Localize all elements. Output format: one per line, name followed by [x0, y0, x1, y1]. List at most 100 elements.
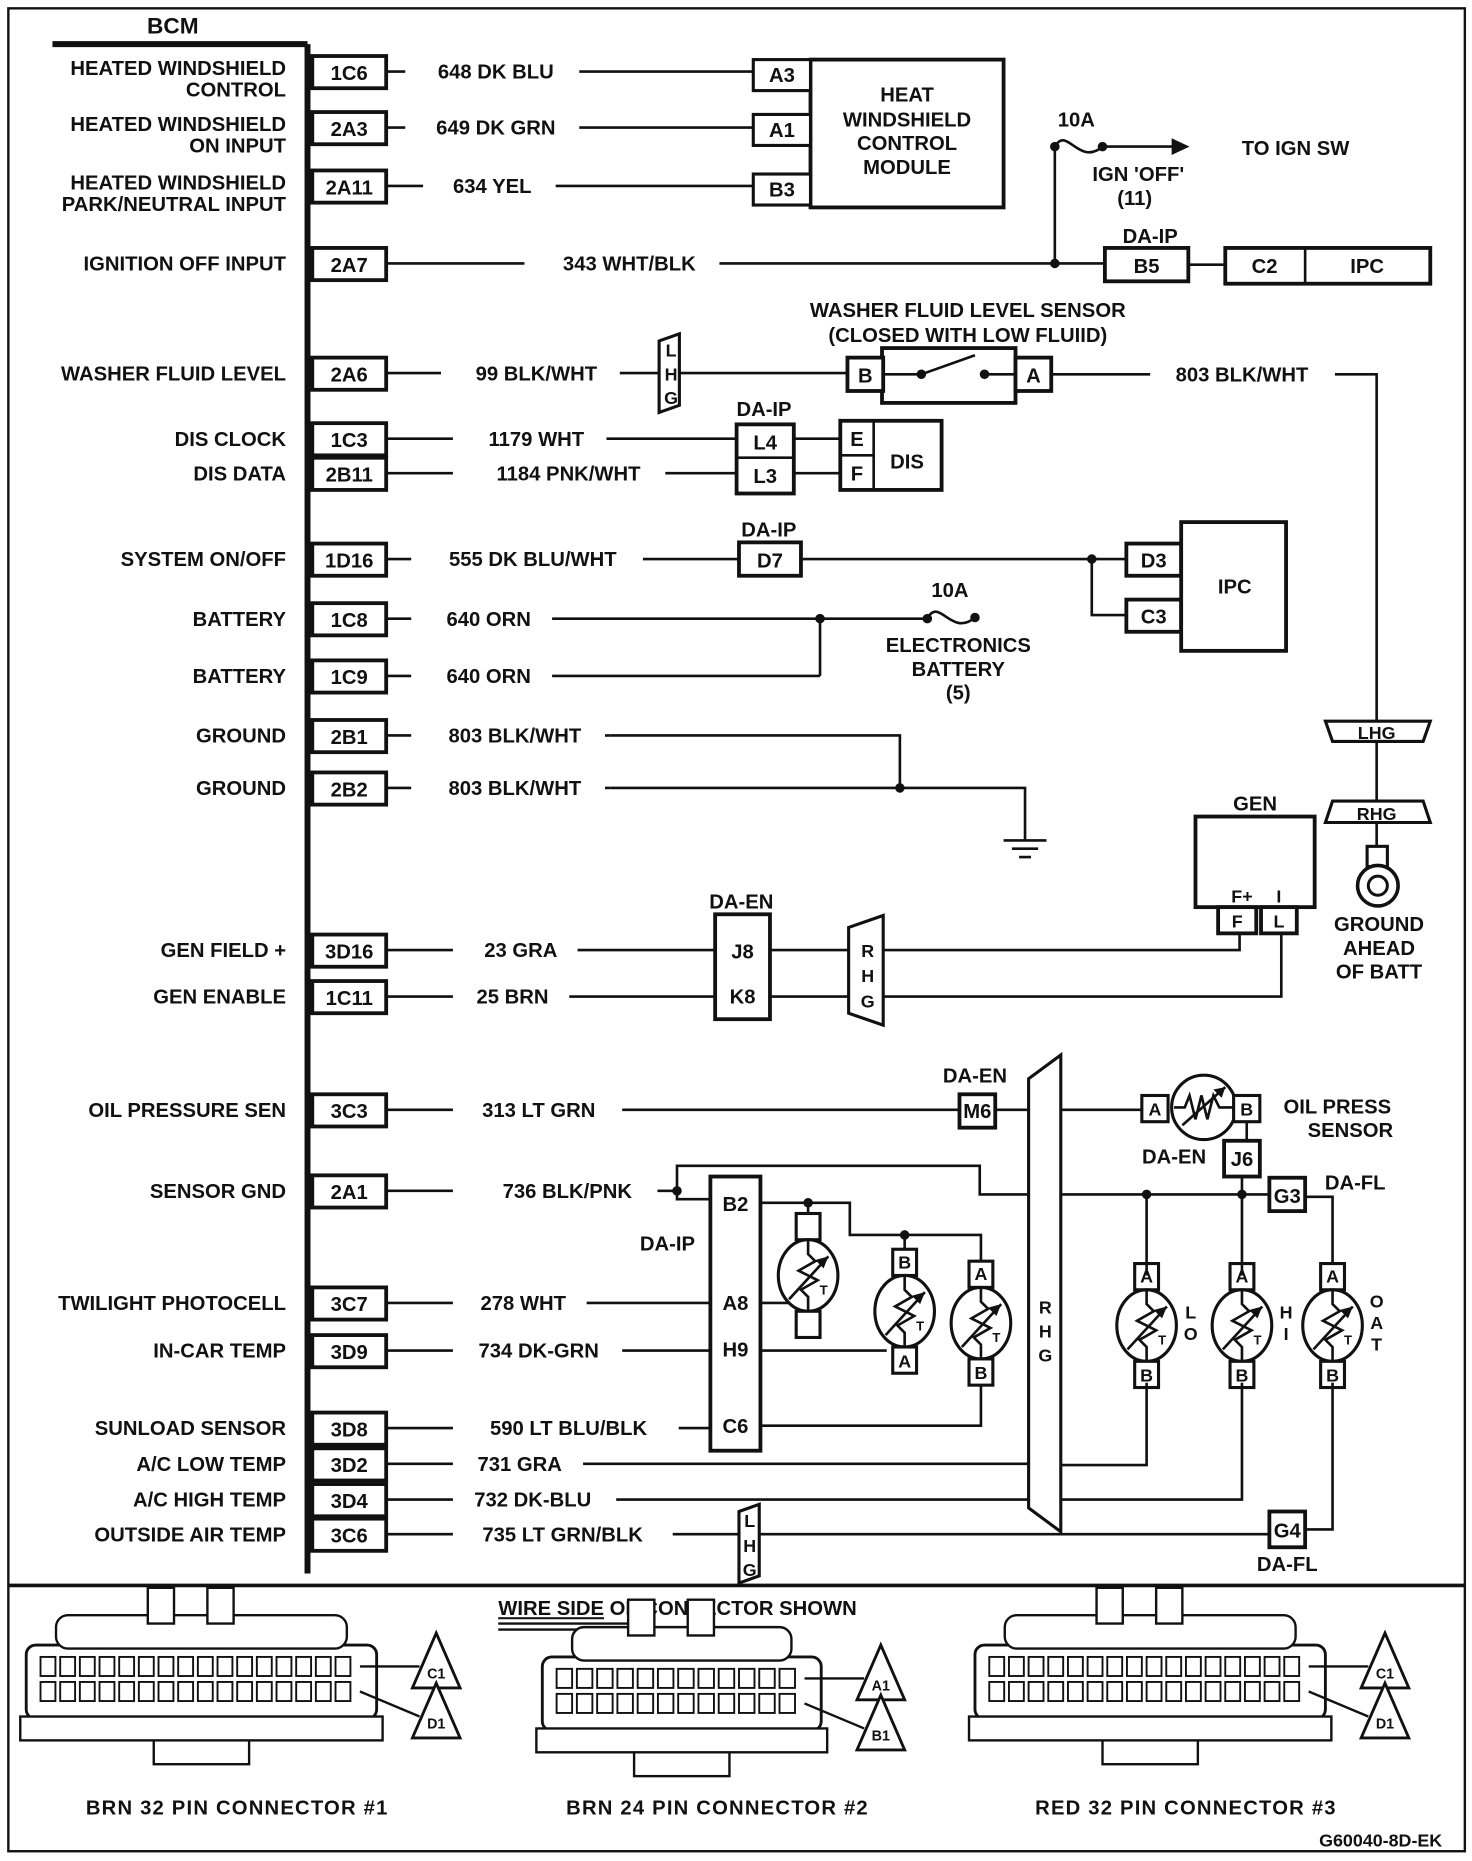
ipc-body — [1179, 520, 1288, 653]
gen-pin-f — [1216, 905, 1259, 936]
pin-reference-label: A1 — [872, 1678, 890, 1694]
connector-label: DA-FL — [1257, 1554, 1318, 1576]
connector-pin-cavity — [575, 1667, 594, 1689]
wire — [1060, 1382, 1148, 1467]
sensor-tag-letter: H — [1280, 1302, 1293, 1322]
connector-pin-cavity — [314, 1681, 332, 1702]
arrow-head — [1339, 1306, 1353, 1319]
pin-label: A — [1026, 366, 1041, 388]
heat-module-title-line: CONTROL — [857, 133, 957, 155]
bcm-pin-box — [310, 355, 389, 392]
sensor-subtitle: (CLOSED WITH LOW FLUIID) — [828, 325, 1107, 347]
fuse-number: (5) — [946, 683, 971, 705]
connector-pin-cavity — [1263, 1655, 1281, 1677]
letter: H — [665, 364, 678, 384]
pin-reference-triangle — [854, 1691, 907, 1752]
wire — [675, 1190, 711, 1201]
bcm-pin-label: 3C3 — [331, 1101, 368, 1123]
connector-pin-cavity — [677, 1692, 695, 1714]
pin-reference-label: C1 — [1376, 1666, 1394, 1682]
connector-pin-cavity — [1283, 1681, 1301, 1702]
gen-pin-l — [1259, 905, 1299, 936]
heading-underlined: WIRE SIDE — [498, 1598, 604, 1620]
bcm-row-label: SENSOR GND — [150, 1181, 286, 1203]
letter: R — [861, 941, 874, 961]
connector-pin-cavity — [78, 1655, 96, 1677]
bcm-row-label: DIS CLOCK — [175, 429, 287, 451]
bcm-title: BCM — [147, 13, 199, 38]
bcm-row-label: BATTERY — [193, 666, 287, 688]
pin-reference-triangle — [1358, 1679, 1412, 1740]
bcm-row-label: PARK/NEUTRAL INPUT — [62, 194, 287, 216]
bcm-pin-box — [310, 54, 389, 91]
connector-label: DA-EN — [1142, 1146, 1206, 1168]
ground-label: GROUND — [1334, 914, 1424, 936]
connector-flange — [19, 1715, 384, 1742]
connector-pin-cavity — [1204, 1655, 1222, 1677]
heat-module-pin-a1 — [751, 112, 813, 147]
bcm-pin-box — [310, 770, 389, 807]
pin-label: L4 — [753, 432, 777, 454]
wire-label: 648 DK BLU — [438, 62, 554, 84]
letter: L — [744, 1511, 755, 1531]
heat-windshield-module: A3 A1 B3 HEAT WINDSHIELD CONTROL MODULE — [751, 57, 1006, 210]
resistor-icon — [1320, 1289, 1345, 1362]
wire — [675, 1164, 1029, 1196]
bcm-row-label: OIL PRESSURE SEN — [88, 1100, 286, 1122]
connector-pin-cavity — [1243, 1681, 1261, 1702]
heat-module-title-line: MODULE — [863, 157, 951, 179]
heat-module-pin-a3 — [751, 58, 813, 93]
connector-pin-cavity — [59, 1681, 77, 1702]
pin-label: A3 — [769, 65, 795, 87]
connector-label: DA-IP — [736, 399, 791, 421]
connector-pin-cavity — [1184, 1655, 1202, 1677]
pin-label: A8 — [722, 1293, 748, 1315]
bcm-pin-label: 1C6 — [331, 63, 368, 85]
bcm-pin-label: 2B1 — [331, 727, 368, 749]
thermistor-icon: T — [776, 1211, 840, 1340]
heat-module-title-line: WINDSHIELD — [843, 109, 971, 131]
letter: H — [1039, 1321, 1052, 1341]
fuse-rating: 10A — [1058, 109, 1096, 131]
wire — [760, 1382, 983, 1427]
bcm-row-label: HEATED WINDSHIELD — [70, 58, 286, 80]
resistor-icon — [1134, 1289, 1159, 1362]
bcm-row-label: GEN FIELD + — [161, 940, 286, 962]
connector-label: DA-FL — [1325, 1173, 1386, 1195]
oil-sensor-label: OIL PRESS — [1283, 1096, 1391, 1118]
wire — [760, 1201, 983, 1276]
wire-label: 278 WHT — [480, 1293, 566, 1315]
pin-label: C2 — [1252, 256, 1278, 278]
connector-pin-cavity — [1165, 1655, 1183, 1677]
sensor-tag-letter: A — [1370, 1313, 1383, 1333]
thermistor-t: T — [916, 1318, 924, 1333]
pin-label: F — [851, 463, 863, 485]
connector-pin-cavity — [98, 1681, 116, 1702]
ground-ahead-of-batt: LHG RHG GROUND AHEAD OF BATT — [1323, 719, 1433, 984]
heat-module-body — [808, 57, 1006, 210]
connector-pin-cavity — [1086, 1655, 1104, 1677]
oil-sensor-pin-a — [1140, 1093, 1170, 1124]
bcm-pin-label: 2A7 — [331, 255, 368, 277]
wire — [610, 786, 1027, 841]
wire — [1060, 1382, 1244, 1501]
thermistor-t: T — [992, 1330, 1000, 1345]
connector-pin-cavity — [616, 1667, 634, 1689]
connector-label: DA-EN — [709, 891, 773, 913]
connector-latch — [570, 1625, 793, 1662]
pin-label: B — [1140, 1366, 1153, 1386]
bcm-pin-box — [310, 1333, 389, 1370]
gen-terminal: I — [1276, 886, 1281, 906]
outer-frame — [7, 7, 1467, 1853]
connector-pin-cavity — [334, 1655, 352, 1677]
ground-terminal-hole — [1366, 874, 1389, 897]
